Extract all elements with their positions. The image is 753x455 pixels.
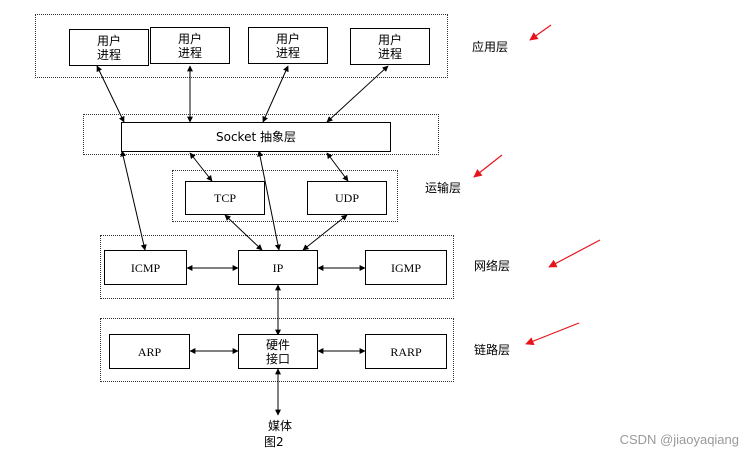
user-process-label-line1: 用户 [377,32,402,47]
media-label: 媒体 [268,419,293,433]
arrow-socket-udp [326,152,349,182]
csdn-watermark: CSDN @jiaoyaqiang [619,432,739,447]
link-layer-label: 链路层 [474,343,511,357]
user-process-box: 用户进程 [69,29,149,66]
udp-box: UDP [307,181,387,215]
user-process-box: 用户进程 [350,28,430,65]
arrow-socket-icmp [120,150,147,251]
application-layer-label: 应用层 [472,40,509,54]
figure-caption: 图2 [264,435,284,449]
user-process-box: 用户进程 [248,27,328,64]
arp-label: ARP [137,344,162,359]
transport-layer-label: 运输层 [425,181,462,195]
arrow-socket-ip [257,150,281,251]
user-process-label-line1: 用户 [177,31,202,46]
hardware-interface-label-line2: 接口 [265,351,290,366]
arrow-udp-ip [302,214,348,251]
tcp-box: TCP [185,181,265,215]
user-process-label-line2: 进程 [275,45,300,60]
arrow-proc3-socket [262,65,289,123]
rarp-label: RARP [390,344,422,359]
arrow-socket-tcp [189,152,213,182]
red-arrow-link [525,322,580,346]
ip-box: IP [238,250,318,285]
user-process-label-line1: 用户 [96,33,121,48]
arrow-tcp-ip [224,214,263,251]
icmp-label: ICMP [130,260,161,275]
application-layer-group [35,14,448,78]
udp-label: UDP [334,191,359,205]
user-process-label-line1: 用户 [275,31,300,46]
user-process-box: 用户进程 [150,27,230,64]
user-process-label-line2: 进程 [377,46,402,61]
network-layer-label: 网络层 [474,259,511,273]
arrow-proc4-socket [326,65,389,123]
transport-layer-group [172,170,398,222]
user-process-label-line2: 进程 [177,45,202,60]
arp-box: ARP [109,334,190,369]
rarp-box: RARP [365,334,447,369]
socket-layer-box: Socket 抽象层 [121,122,391,152]
hardware-interface-label-line1: 硬件 [265,337,290,352]
red-arrow-application [529,24,552,41]
red-arrow-network [548,239,601,268]
hardware-interface-box: 硬件接口 [238,334,318,369]
red-arrow-transport [473,154,503,178]
icmp-box: ICMP [104,250,187,285]
ip-label: IP [272,260,284,275]
igmp-label: IGMP [390,260,421,275]
arrow-proc1-socket [96,65,125,123]
socket-layer-label: Socket 抽象层 [216,130,296,144]
tcp-label: TCP [213,191,236,205]
igmp-box: IGMP [365,250,447,285]
user-process-label-line2: 进程 [96,47,121,62]
